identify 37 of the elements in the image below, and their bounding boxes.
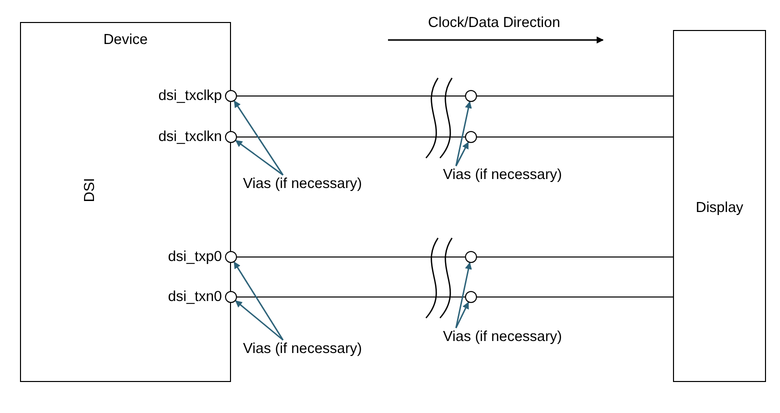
signal-line bbox=[237, 256, 465, 258]
leader-arrow bbox=[455, 302, 470, 328]
pin-label: dsi_txp0 bbox=[168, 248, 222, 266]
display-box bbox=[673, 30, 766, 382]
callout-text: Vias (if necessary) bbox=[243, 340, 362, 358]
group-label: DSI bbox=[81, 178, 100, 202]
leader-arrow bbox=[455, 142, 469, 166]
via-circle bbox=[465, 131, 477, 143]
box-title: Display bbox=[694, 199, 744, 217]
signal-line bbox=[237, 95, 465, 97]
direction-label: Clock/Data Direction bbox=[428, 14, 560, 32]
signal-line bbox=[237, 136, 465, 138]
signal-line bbox=[237, 296, 465, 298]
signal-line bbox=[477, 136, 673, 138]
pin-circle bbox=[225, 251, 237, 263]
leader-arrow bbox=[455, 101, 472, 166]
leader-arrow bbox=[234, 262, 284, 340]
callout-text: Vias (if necessary) bbox=[443, 328, 562, 346]
pin-label: dsi_txclkn bbox=[158, 128, 222, 146]
pin-label: dsi_txn0 bbox=[168, 288, 222, 306]
callout-text: Vias (if necessary) bbox=[243, 175, 362, 193]
via-circle bbox=[465, 291, 477, 303]
pin-circle bbox=[225, 131, 237, 143]
leader-arrow bbox=[235, 300, 284, 341]
pin-circle bbox=[225, 90, 237, 102]
callout-text: Vias (if necessary) bbox=[443, 166, 562, 184]
leader-arrow bbox=[234, 100, 284, 176]
pin-label: dsi_txclkp bbox=[158, 87, 222, 105]
device-box bbox=[20, 22, 231, 382]
via-circle bbox=[465, 251, 477, 263]
box-title: Device bbox=[102, 31, 149, 49]
signal-line bbox=[477, 95, 673, 97]
signal-line bbox=[477, 296, 673, 298]
signal-line bbox=[477, 256, 673, 258]
leader-arrow bbox=[455, 262, 472, 328]
via-circle bbox=[465, 90, 477, 102]
leader-arrow bbox=[235, 140, 284, 176]
